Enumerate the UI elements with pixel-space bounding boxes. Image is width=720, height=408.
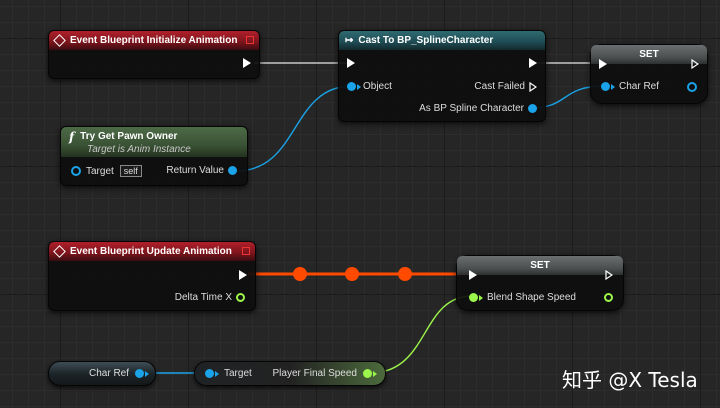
float-pin-hollow-icon <box>604 293 613 302</box>
exec-hollow-icon <box>529 81 537 92</box>
exec-bubble-2 <box>345 267 359 281</box>
exec-out-icon <box>243 58 251 68</box>
set-bottom-exec-out-pin[interactable] <box>605 270 613 280</box>
pawn-owner-target-label: Target <box>86 165 114 177</box>
init-exec-out-pin[interactable] <box>243 58 251 68</box>
cast-failed-label: Cast Failed <box>474 81 525 92</box>
pawn-owner-title: Try Get Pawn Owner <box>80 131 178 142</box>
exec-in-icon <box>599 59 607 69</box>
object-pin-icon[interactable] <box>205 369 214 378</box>
exec-in-icon <box>347 58 355 68</box>
set-top-header: SET <box>591 45 707 64</box>
set-bottom-exec-in-pin[interactable] <box>469 270 477 280</box>
set-top-title: SET <box>639 49 659 60</box>
set-char-ref-node[interactable]: SET Char Ref <box>590 44 708 104</box>
set-top-char-ref-pin[interactable]: Char Ref <box>601 81 659 92</box>
cast-as-pin[interactable]: As BP Spline Character <box>419 103 537 114</box>
char-ref-getter-label: Char Ref <box>89 368 130 379</box>
float-pin-icon[interactable] <box>363 369 372 378</box>
set-top-exec-out-pin[interactable] <box>691 59 699 69</box>
pin-arrow-icon <box>215 370 219 377</box>
update-event-header: Event Blueprint Update Animation <box>49 242 255 261</box>
event-diamond-icon <box>53 245 66 258</box>
init-event-header: Event Blueprint Initialize Animation <box>49 31 259 50</box>
set-top-exec-in-pin[interactable] <box>599 59 607 69</box>
pawn-owner-return-label: Return Value <box>166 165 224 176</box>
set-bottom-header: SET <box>457 256 623 275</box>
object-pin-icon <box>528 104 537 113</box>
set-bottom-title: SET <box>530 260 550 271</box>
delegate-square-icon[interactable] <box>242 247 250 255</box>
pawn-owner-header: f Try Get Pawn Owner Target is Anim Inst… <box>61 127 247 157</box>
set-bottom-out-pin[interactable] <box>604 293 613 302</box>
object-wire-pawn-cast <box>235 85 353 172</box>
object-pin-hollow-icon <box>687 82 697 92</box>
delta-time-pin[interactable]: Delta Time X <box>175 292 245 303</box>
set-blend-speed-node[interactable]: SET Blend Shape Speed <box>456 255 624 311</box>
exec-bubble-1 <box>293 267 307 281</box>
pin-arrow-icon <box>357 83 361 90</box>
delegate-square-icon[interactable] <box>246 36 254 44</box>
exec-in-icon <box>469 270 477 280</box>
cast-as-label: As BP Spline Character <box>419 103 524 114</box>
cast-header: ↦ Cast To BP_SplineCharacter <box>339 31 545 50</box>
object-pin-icon <box>601 82 610 91</box>
pawn-owner-return-pin[interactable]: Return Value <box>166 165 237 176</box>
cast-failed-pin[interactable]: Cast Failed <box>474 81 537 92</box>
exec-bubble-3 <box>398 267 412 281</box>
player-final-speed-node[interactable]: Target Player Final Speed <box>194 361 386 386</box>
function-icon: f <box>69 129 75 144</box>
float-wire-speed-blend <box>369 295 473 374</box>
cast-exec-out-pin[interactable] <box>529 58 537 68</box>
update-event-title: Event Blueprint Update Animation <box>70 246 232 257</box>
cast-object-pin[interactable]: Object <box>347 81 392 92</box>
char-ref-getter-node[interactable]: Char Ref <box>48 361 156 386</box>
self-default-value: self <box>119 165 142 177</box>
pawn-owner-subtitle: Target is Anim Instance <box>87 143 191 155</box>
float-pin-icon <box>469 293 478 302</box>
float-pin-hollow-icon <box>236 293 245 302</box>
init-animation-event-node[interactable]: Event Blueprint Initialize Animation <box>48 30 260 79</box>
cast-icon: ↦ <box>345 35 354 46</box>
update-animation-event-node[interactable]: Event Blueprint Update Animation Delta T… <box>48 241 256 311</box>
player-speed-target-label: Target <box>224 368 252 379</box>
watermark: 知乎 @X Tesla <box>562 368 698 392</box>
cast-object-label: Object <box>363 81 392 92</box>
try-get-pawn-owner-node[interactable]: f Try Get Pawn Owner Target is Anim Inst… <box>60 126 248 186</box>
set-top-char-ref-label: Char Ref <box>619 81 660 92</box>
set-bottom-blend-pin[interactable]: Blend Shape Speed <box>469 292 576 303</box>
pin-arrow-icon <box>145 370 150 377</box>
pin-arrow-icon <box>479 294 483 301</box>
cast-exec-in-pin[interactable] <box>347 58 355 68</box>
set-top-out-pin[interactable] <box>687 82 697 92</box>
update-exec-out-pin[interactable] <box>239 270 247 280</box>
pin-arrow-icon <box>373 370 377 377</box>
object-pin-icon <box>347 82 356 91</box>
cast-to-node[interactable]: ↦ Cast To BP_SplineCharacter Object Cast… <box>338 30 546 122</box>
cast-title: Cast To BP_SplineCharacter <box>358 35 494 46</box>
player-final-speed-label: Player Final Speed <box>272 368 358 379</box>
event-diamond-icon <box>53 34 66 47</box>
pin-arrow-icon <box>611 83 615 90</box>
delta-time-label: Delta Time X <box>174 292 232 303</box>
exec-out-icon <box>239 270 247 280</box>
blend-shape-speed-label: Blend Shape Speed <box>487 292 576 303</box>
object-pin-icon[interactable] <box>135 369 145 378</box>
object-pin-hollow-icon <box>71 166 81 176</box>
exec-out-icon <box>529 58 537 68</box>
exec-hollow-icon <box>605 270 613 280</box>
init-event-title: Event Blueprint Initialize Animation <box>70 35 238 46</box>
object-pin-icon <box>228 166 237 175</box>
pawn-owner-target-pin[interactable]: Target self <box>71 165 142 177</box>
exec-hollow-icon <box>691 59 699 69</box>
